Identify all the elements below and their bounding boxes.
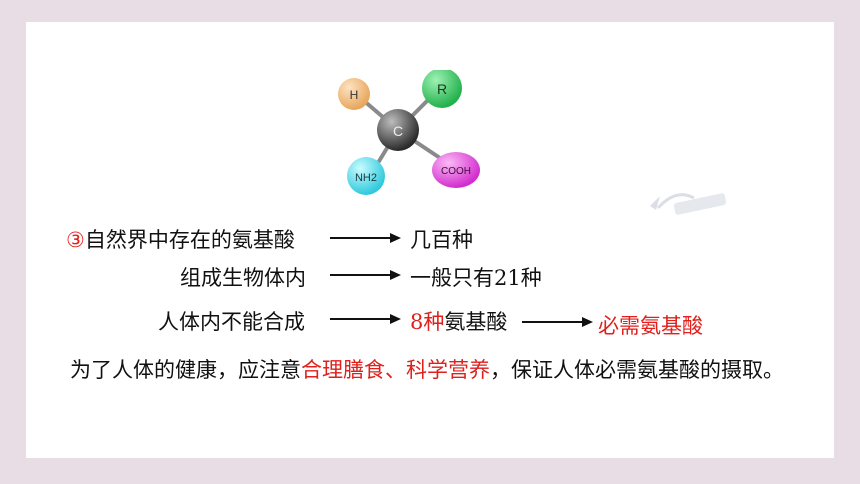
- row2-result-prefix: 一般只有: [410, 266, 494, 290]
- svg-text:NH2: NH2: [355, 172, 377, 184]
- row2-label: 组成生物体内: [180, 266, 306, 290]
- arrow-right-icon: [330, 233, 401, 243]
- amino-acid-molecule-diagram: H R NH2 COOH C: [338, 70, 480, 195]
- circled-number-three: ③: [66, 228, 85, 252]
- svg-text:C: C: [393, 123, 403, 139]
- row1-label: 自然界中存在的氨基酸: [84, 228, 295, 252]
- row3-result: 8种氨基酸: [410, 306, 507, 336]
- row3-final-essential-amino-acids: 必需氨基酸: [598, 314, 703, 338]
- r-group-atom: R: [422, 70, 462, 108]
- conclusion-paragraph: 为了人体的健康，应注意合理膳食、科学营养，保证人体必需氨基酸的摄取。: [70, 350, 800, 391]
- watermark-logo: [650, 193, 727, 215]
- row2-result: 一般只有21种: [410, 262, 542, 292]
- svg-text:COOH: COOH: [441, 166, 471, 177]
- paragraph-part1: 为了人体的健康，应注意: [70, 358, 301, 382]
- paragraph-part2: ，保证人体必需氨基酸的摄取。: [490, 358, 784, 382]
- row3-result-highlight: 8种: [410, 310, 445, 334]
- row2-result-number: 21: [494, 266, 521, 290]
- paragraph-highlight: 合理膳食、科学营养: [301, 358, 490, 382]
- row3-result-rest: 氨基酸: [444, 310, 508, 334]
- arrow-right-icon: [330, 270, 401, 280]
- carboxyl-group-atom: COOH: [432, 152, 480, 188]
- arrow-right-icon: [330, 314, 401, 324]
- arrow-right-icon: [522, 317, 593, 327]
- row3-label: 人体内不能合成: [158, 310, 305, 334]
- svg-text:H: H: [350, 88, 359, 102]
- carbon-atom: C: [377, 109, 419, 151]
- row-natural-amino-acids: ③自然界中存在的氨基酸: [66, 224, 295, 254]
- row1-result: 几百种: [410, 228, 473, 252]
- amino-group-atom: NH2: [347, 157, 385, 195]
- svg-text:R: R: [437, 81, 447, 97]
- row2-result-suffix: 种: [520, 266, 542, 290]
- hydrogen-atom: H: [338, 78, 370, 110]
